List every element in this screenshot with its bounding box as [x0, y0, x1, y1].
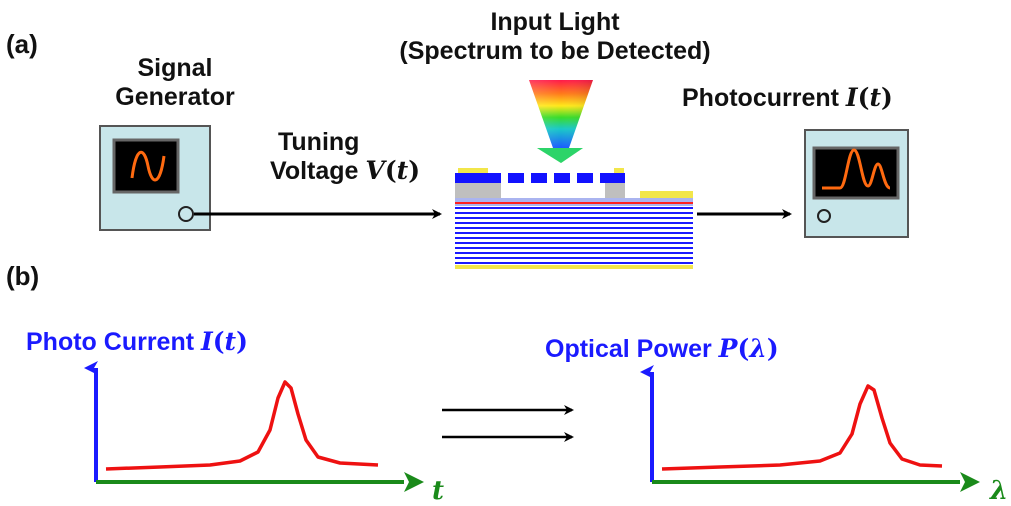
- signal-generator-icon: [99, 125, 211, 231]
- signal-generator-line2: Generator: [115, 82, 235, 111]
- detector-device-icon: [455, 168, 693, 269]
- tuning-line2: Voltage: [270, 156, 359, 185]
- tuning-symbol: V: [365, 155, 385, 185]
- right-plot-arg: λ: [749, 334, 767, 363]
- panel-a-label: (a): [6, 29, 38, 59]
- left-curve: [105, 380, 379, 471]
- left-plot-symbol: I: [201, 327, 213, 356]
- input-light-label: Input Light (Spectrum to be Detected): [355, 8, 755, 66]
- left-plot: [84, 361, 424, 492]
- photocurrent-label: Photocurrent I(t): [682, 83, 893, 112]
- right-plot: [640, 365, 980, 492]
- right-x-axis-label: λ: [990, 476, 1009, 506]
- right-curve: [661, 384, 943, 471]
- photocurrent-text: Photocurrent: [682, 84, 839, 112]
- tuning-arg: t: [396, 155, 409, 185]
- left-plot-arg: t: [224, 327, 237, 356]
- right-plot-title-text: Optical Power: [545, 335, 712, 363]
- right-plot-symbol: P: [718, 334, 738, 363]
- signal-generator-line1: Signal: [137, 54, 213, 82]
- right-plot-title: Optical Power P(λ): [545, 334, 779, 363]
- signal-generator-label: Signal Generator: [100, 54, 250, 112]
- tuning-voltage-label: Tuning Voltage V(t): [270, 128, 421, 185]
- photocurrent-arg: t: [869, 83, 882, 112]
- panel-b-label: (b): [6, 261, 40, 291]
- left-plot-title-text: Photo Current: [26, 328, 195, 356]
- left-x-axis-label: t: [432, 476, 445, 506]
- photocurrent-meter-icon: [804, 129, 909, 238]
- input-light-line2: (Spectrum to be Detected): [399, 36, 711, 65]
- left-plot-title: Photo Current I(t): [26, 327, 248, 356]
- tuning-line1: Tuning: [278, 128, 360, 156]
- input-light-icon: [529, 80, 593, 163]
- input-light-line1: Input Light: [490, 8, 620, 36]
- photocurrent-symbol: I: [845, 83, 858, 112]
